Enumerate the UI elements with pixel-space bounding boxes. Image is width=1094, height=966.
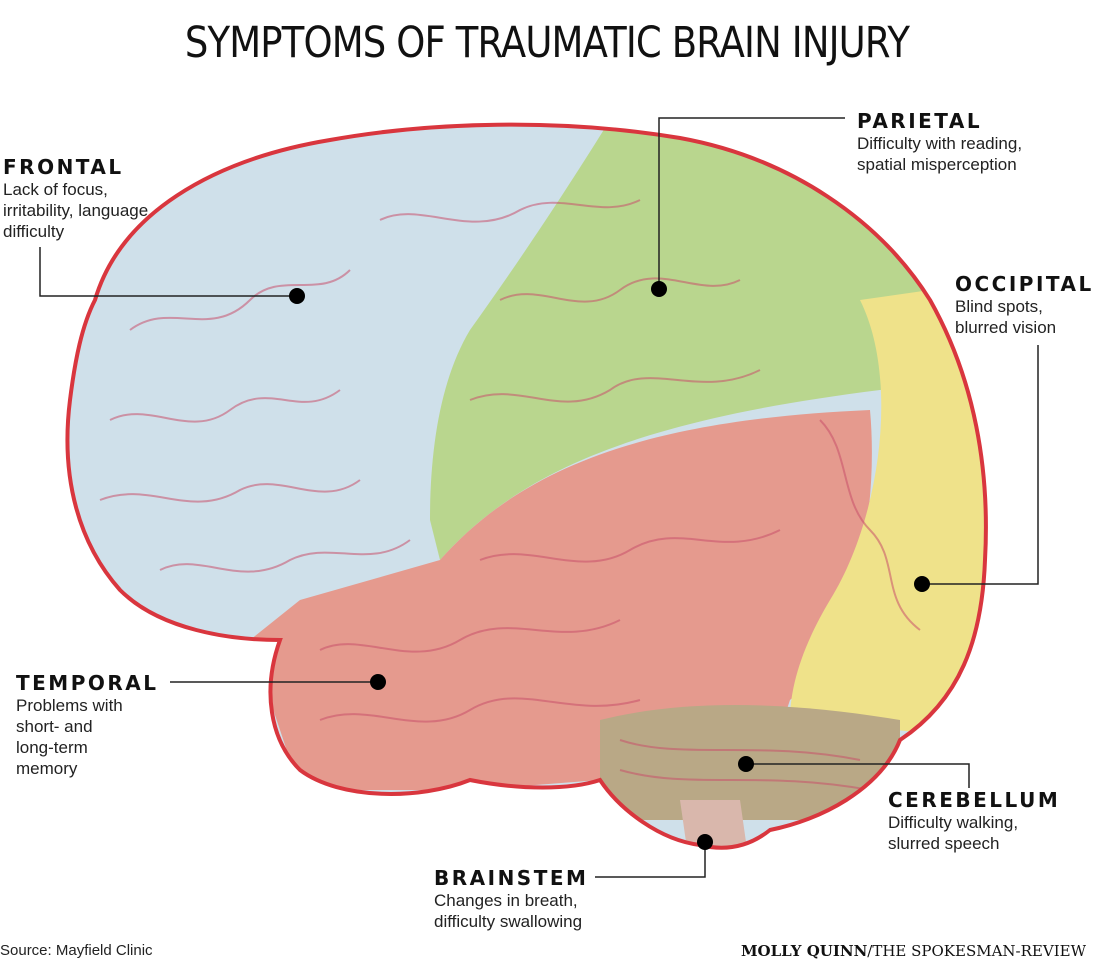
parietal-name: PARIETAL (857, 109, 983, 133)
brainstem-region (680, 800, 750, 848)
credit-author: MOLLY QUINN (740, 942, 868, 960)
cerebellum-label: CEREBELLUM Difficulty walking, slurred s… (888, 788, 1060, 854)
occipital-lobe-region (790, 280, 986, 740)
temporal-lobe-region (250, 410, 872, 790)
brain-outline (65, 122, 988, 850)
parietal-label: PARIETAL Difficulty with reading, spatia… (857, 109, 1022, 175)
source-note: Source: Mayfield Clinic (0, 942, 153, 959)
brainstem-description: Changes in breath, difficulty swallowing (434, 891, 583, 931)
parietal-description: Difficulty with reading, spatial misperc… (857, 134, 1023, 174)
occipital-description: Blind spots, blurred vision (955, 297, 1057, 337)
frontal-label: FRONTAL Lack of focus, irritability, lan… (3, 155, 148, 242)
brainstem-marker (697, 834, 713, 850)
temporal-name: TEMPORAL (16, 671, 159, 695)
parietal-leader-line (658, 117, 845, 289)
page-title: SYMPTOMS OF TRAUMATIC BRAIN INJURY (184, 18, 910, 68)
cerebellum-name: CEREBELLUM (888, 788, 1061, 812)
frontal-name: FRONTAL (3, 155, 124, 179)
occipital-leader-line (922, 345, 1039, 585)
credit-outlet: /THE SPOKESMAN-REVIEW (867, 942, 1086, 960)
temporal-marker (370, 674, 386, 690)
occipital-name: OCCIPITAL (955, 272, 1094, 296)
frontal-leader-line (39, 247, 297, 297)
frontal-marker (289, 288, 305, 304)
temporal-label: TEMPORAL Problems with short- and long-t… (16, 671, 159, 779)
cerebellum-leader-line (746, 763, 970, 788)
occipital-label: OCCIPITAL Blind spots, blurred vision (955, 272, 1094, 338)
parietal-marker (651, 281, 667, 297)
frontal-description: Lack of focus, irritability, language di… (3, 180, 149, 241)
cerebellum-description: Difficulty walking, slurred speech (888, 813, 1019, 853)
cerebellum-marker (738, 756, 754, 772)
temporal-description: Problems with short- and long-term memor… (16, 696, 123, 778)
brainstem-leader-line (595, 842, 706, 878)
brainstem-label: BRAINSTEM Changes in breath, difficulty … (434, 866, 588, 932)
brainstem-name: BRAINSTEM (434, 866, 589, 890)
occipital-marker (914, 576, 930, 592)
credit-line: MOLLY QUINN/THE SPOKESMAN-REVIEW (741, 942, 1086, 960)
